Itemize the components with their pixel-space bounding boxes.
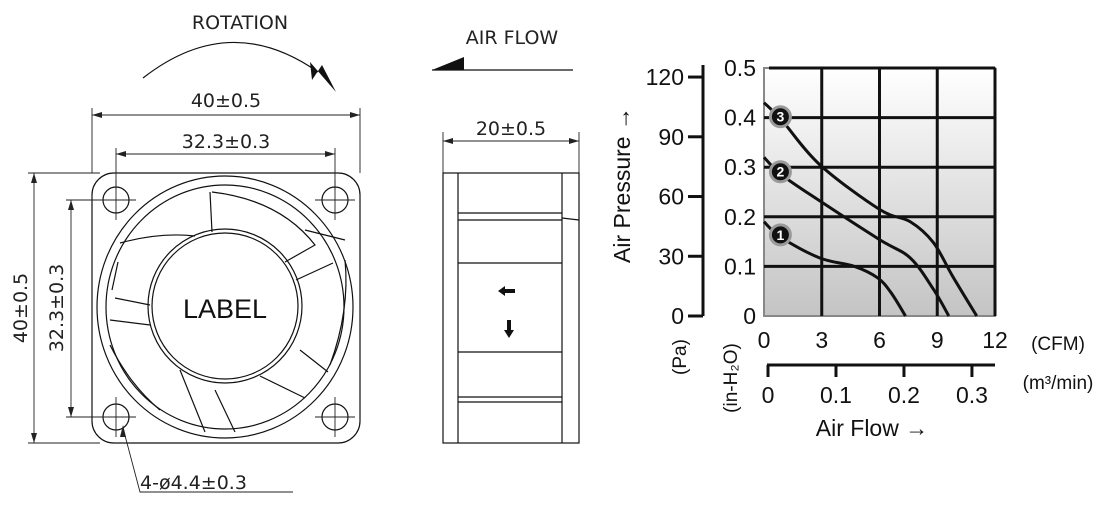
y-tick-label: 0.1 bbox=[724, 253, 756, 279]
pa-tick-label: 60 bbox=[658, 184, 684, 210]
depth-dimension: 20±0.5 bbox=[476, 118, 546, 140]
m3-tick-label: 0.1 bbox=[820, 382, 852, 408]
x-tick-label: 3 bbox=[815, 327, 828, 353]
hole-spacing-h-dimension: 32.3±0.3 bbox=[182, 131, 270, 153]
pa-tick-label: 30 bbox=[658, 243, 684, 269]
hole-dimension: 4-ø4.4±0.3 bbox=[140, 472, 247, 494]
rotation-arrow-icon bbox=[310, 62, 336, 92]
hub-label: LABEL bbox=[183, 294, 267, 324]
m3-tick-label: 0.2 bbox=[888, 382, 920, 408]
pa-tick-label: 120 bbox=[646, 64, 684, 90]
m3-unit: (m³/min) bbox=[1023, 373, 1094, 394]
airflow-label: AIR FLOW bbox=[466, 27, 559, 49]
rotation-label: ROTATION bbox=[192, 12, 288, 34]
airflow-direction-icon bbox=[498, 286, 515, 296]
x-tick-label: 0 bbox=[758, 327, 771, 353]
rotation-direction-icon bbox=[504, 320, 514, 338]
x-axis-title: Air Flow → bbox=[816, 415, 928, 441]
hole-spacing-v-dimension: 32.3±0.3 bbox=[46, 264, 68, 352]
m3-tick-label: 0.3 bbox=[956, 382, 988, 408]
front-dimensions: 40±0.5 32.3±0.3 40±0.5 32.3±0.3 4-ø4.4±0… bbox=[10, 90, 361, 494]
fan-blades bbox=[109, 191, 347, 433]
cfm-unit: (CFM) bbox=[1031, 334, 1085, 355]
m3-tick-label: 0 bbox=[762, 382, 775, 408]
y-tick-label: 0.2 bbox=[724, 204, 756, 230]
width-dimension: 40±0.5 bbox=[191, 90, 261, 112]
y-axis-title: Air Pressure → bbox=[609, 107, 635, 263]
fan-front-view: LABEL bbox=[91, 172, 361, 444]
rotation-arc bbox=[142, 41, 319, 79]
height-dimension: 40±0.5 bbox=[10, 273, 32, 343]
fan-side-view: 20±0.5 bbox=[442, 118, 580, 444]
curve-label: 1 bbox=[777, 227, 785, 243]
airflow-arrow-icon bbox=[432, 57, 464, 70]
inh2o-unit: (in-H₂O) bbox=[721, 343, 742, 413]
curve-label: 2 bbox=[777, 164, 785, 180]
fan-hub bbox=[147, 228, 303, 384]
curve-label-badge bbox=[768, 223, 792, 247]
curve-label: 3 bbox=[777, 109, 785, 125]
x-tick-label: 9 bbox=[931, 327, 944, 353]
pa-tick-label: 90 bbox=[658, 124, 684, 150]
pa-tick-label: 0 bbox=[671, 303, 684, 329]
x-tick-label: 6 bbox=[873, 327, 886, 353]
curve-label-badge bbox=[768, 105, 792, 129]
y-tick-label: 0.3 bbox=[724, 154, 756, 180]
pa-unit: (Pa) bbox=[670, 339, 691, 375]
x-tick-label: 12 bbox=[982, 327, 1008, 353]
curve-label-badge bbox=[768, 160, 792, 184]
y-tick-label: 0 bbox=[743, 303, 756, 329]
y-tick-label: 0.4 bbox=[724, 105, 756, 131]
y-tick-label: 0.5 bbox=[724, 55, 756, 81]
